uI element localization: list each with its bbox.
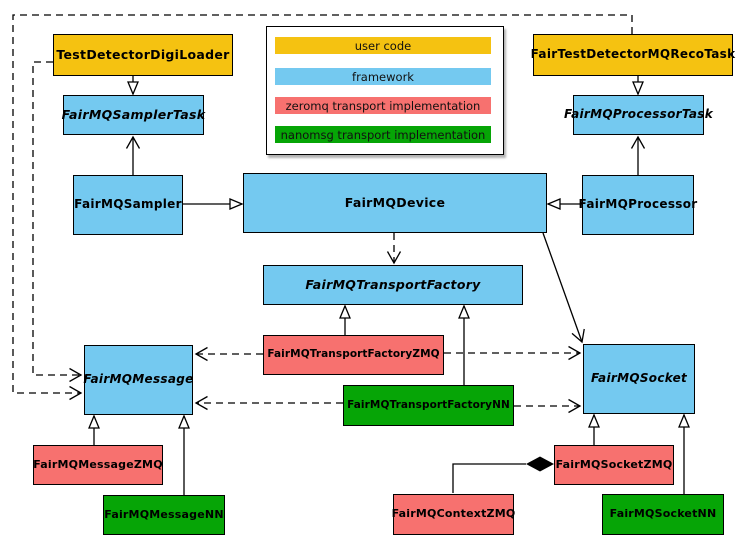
legend-item-framework: framework bbox=[275, 68, 491, 85]
class-box-fairmqsampler: FairMQSampler bbox=[73, 175, 183, 235]
legend-item-user-code: user code bbox=[275, 37, 491, 54]
legend-box: user code framework zeromq transport imp… bbox=[266, 26, 504, 155]
class-box-fairmqsocket: FairMQSocket bbox=[583, 344, 695, 414]
edge-association-device-socket bbox=[542, 232, 585, 344]
class-box-testdetectordigiloader: TestDetectorDigiLoader bbox=[53, 34, 233, 76]
class-box-fairmqsocketnn: FairMQSocketNN bbox=[602, 494, 724, 535]
class-box-fairmqdevice: FairMQDevice bbox=[243, 173, 547, 233]
class-box-fairtestdetectormqrecotask: FairTestDetectorMQRecoTask bbox=[531, 34, 735, 76]
class-box-fairmqsamplertask: FairMQSamplerTask bbox=[62, 95, 205, 135]
class-box-fairmqprocessor: FairMQProcessor bbox=[579, 175, 697, 235]
class-box-fairmqmessagenn: FairMQMessageNN bbox=[103, 495, 225, 535]
class-box-fairmqprocessortask: FairMQProcessorTask bbox=[564, 95, 713, 135]
class-box-fairmqtransportfactory: FairMQTransportFactory bbox=[263, 265, 523, 305]
class-box-fairmqtransportfactorynn: FairMQTransportFactoryNN bbox=[343, 385, 514, 426]
composition-diamond-icon bbox=[526, 456, 554, 472]
class-box-fairmqsocketzmq: FairMQSocketZMQ bbox=[554, 445, 674, 485]
legend-item-zeromq: zeromq transport implementation bbox=[275, 97, 491, 114]
edge-composition-contextzmq-socketzmq bbox=[452, 463, 526, 493]
class-box-fairmqmessage: FairMQMessage bbox=[83, 345, 193, 415]
class-box-fairmqcontextzmq: FairMQContextZMQ bbox=[392, 494, 515, 535]
class-box-fairmqtransportfactoryzmq: FairMQTransportFactoryZMQ bbox=[263, 335, 444, 375]
class-box-fairmqmessagezmq: FairMQMessageZMQ bbox=[33, 445, 163, 485]
legend-item-nanomsg: nanomsg transport implementation bbox=[275, 126, 491, 143]
